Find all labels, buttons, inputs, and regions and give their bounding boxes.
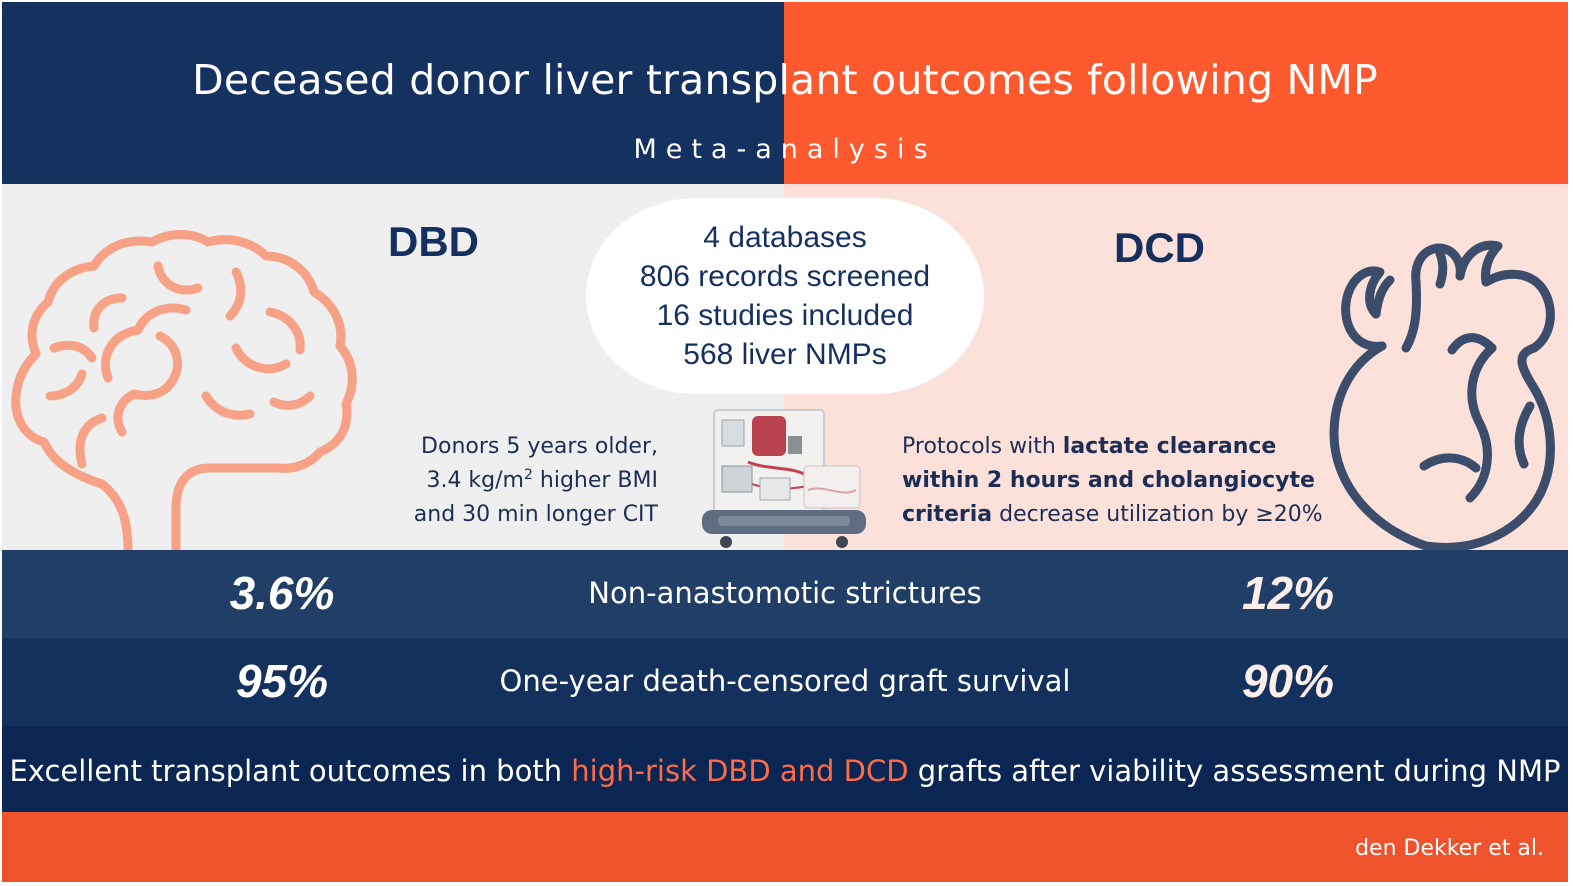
dcd-survival-value: 90%: [1241, 655, 1335, 707]
conclusion-text-pre: Excellent transplant outcomes in both: [9, 754, 572, 788]
outcome-row-graft-survival: 95% One-year death-censored graft surviv…: [2, 638, 1568, 726]
perfusion-device-icon: [702, 409, 866, 548]
dbd-donor-note: Donors 5 years older, 3.4 kg/m2 higher B…: [382, 430, 658, 532]
brain-icon: [11, 230, 357, 554]
stat-line: 4 databases: [703, 221, 867, 254]
page-title: Deceased donor liver transplant outcomes…: [192, 56, 1378, 104]
page-subtitle: Meta-analysis: [633, 134, 937, 165]
footer: den Dekker et al.: [2, 812, 1568, 882]
note-line: Donors 5 years older,: [421, 434, 658, 459]
note-text: decrease utilization by ≥20%: [992, 502, 1323, 527]
author-credit: den Dekker et al.: [1355, 836, 1544, 861]
header: Deceased donor liver transplant outcomes…: [2, 2, 1568, 184]
conclusion-highlight: high-risk DBD and DCD: [571, 754, 909, 788]
note-text: 3.4 kg/m: [426, 468, 524, 493]
note-superscript: 2: [523, 467, 533, 483]
header-left-panel: [2, 2, 784, 184]
conclusion-bar: Excellent transplant outcomes in both hi…: [2, 726, 1568, 812]
note-line: and 30 min longer CIT: [413, 502, 658, 527]
dbd-survival-value: 95%: [235, 655, 329, 707]
dcd-protocol-note: Protocols with lactate clearance within …: [902, 430, 1342, 532]
dcd-strictures-value: 12%: [1241, 567, 1335, 619]
search-stats-bubble: 4 databases 806 records screened 16 stud…: [586, 198, 984, 394]
outcome-row-strictures: 3.6% Non-anastomotic strictures 12%: [2, 550, 1568, 638]
conclusion-text: Excellent transplant outcomes in both hi…: [2, 754, 1568, 788]
conclusion-text-post: grafts after viability assessment during…: [908, 754, 1561, 788]
stat-line: 16 studies included: [656, 299, 914, 332]
note-line: 3.4 kg/m2 higher BMI: [382, 464, 658, 498]
stat-line: 806 records screened: [639, 260, 931, 293]
heart-icon: [1329, 240, 1555, 552]
note-text: Protocols with: [902, 434, 1063, 459]
dbd-strictures-value: 3.6%: [229, 567, 335, 619]
stat-line: 568 liver NMPs: [683, 338, 887, 371]
header-right-panel: [784, 2, 1568, 184]
note-text: higher BMI: [532, 468, 658, 493]
outcome-label: Non-anastomotic strictures: [588, 576, 982, 610]
dcd-label: DCD: [1114, 224, 1205, 271]
note-bold-text: lactate clearance within 2 hours and cho…: [902, 434, 1315, 527]
dbd-label: DBD: [388, 218, 479, 265]
outcome-label: One-year death-censored graft survival: [499, 664, 1071, 698]
